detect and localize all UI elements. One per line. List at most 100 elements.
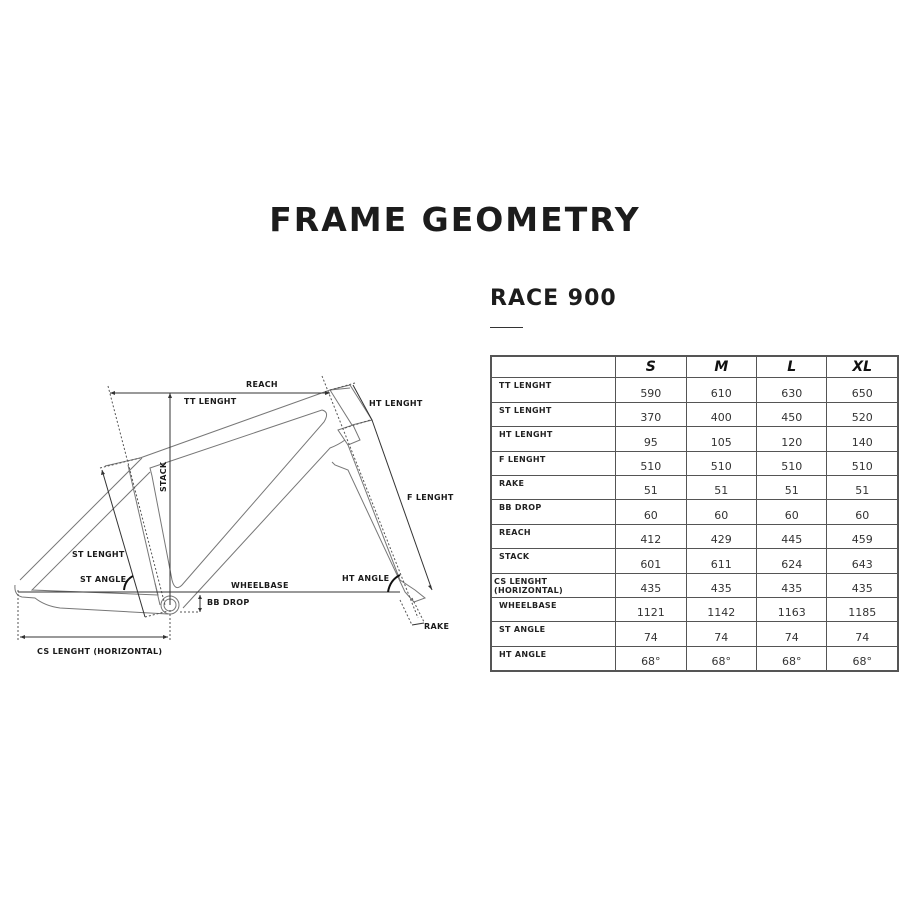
cell-value: 459 bbox=[826, 523, 899, 550]
cell-value: 51 bbox=[685, 474, 758, 501]
cell-value: 95 bbox=[615, 426, 687, 452]
cell-value: 643 bbox=[826, 548, 899, 574]
cell-value: 630 bbox=[756, 377, 828, 403]
table-row: WHEELBASE 1121 1142 1163 1185 bbox=[490, 596, 899, 623]
seat-stay-outer bbox=[19, 457, 143, 581]
table-row: ST LENGHT 370 400 450 520 bbox=[490, 401, 899, 428]
cell-value: 435 bbox=[685, 572, 758, 598]
label-f-length: F LENGHT bbox=[407, 493, 454, 502]
cell-value: 435 bbox=[756, 572, 828, 598]
row-label: HT LENGHT bbox=[490, 426, 617, 452]
cell-value: 1121 bbox=[615, 596, 687, 623]
corner-cell bbox=[490, 355, 617, 379]
bike-frame-drawing: REACH TT LENGHT HT LENGHT STACK F LENGHT… bbox=[14, 375, 454, 656]
cell-value: 1163 bbox=[756, 596, 828, 623]
cell-value: 68° bbox=[756, 645, 828, 672]
cell-value: 120 bbox=[756, 426, 828, 452]
size-header: S bbox=[615, 355, 687, 379]
cell-value: 60 bbox=[756, 499, 828, 525]
f-length-dim bbox=[371, 419, 433, 591]
cell-value: 435 bbox=[826, 572, 899, 598]
cell-value: 51 bbox=[615, 474, 687, 501]
rake-dim bbox=[411, 622, 425, 626]
row-label: BB DROP bbox=[490, 499, 617, 525]
frame-diagram: REACH TT LENGHT HT LENGHT STACK F LENGHT… bbox=[0, 360, 470, 670]
row-label: ST LENGHT bbox=[490, 401, 617, 428]
cell-value: 445 bbox=[756, 523, 828, 550]
cell-value: 140 bbox=[826, 426, 899, 452]
down-tube-outer bbox=[182, 439, 346, 609]
label-ht-length: HT LENGHT bbox=[369, 399, 423, 408]
cell-value: 435 bbox=[615, 572, 687, 598]
cell-value: 650 bbox=[826, 377, 899, 403]
divider bbox=[490, 327, 523, 328]
label-reach: REACH bbox=[246, 380, 278, 389]
cell-value: 68° bbox=[826, 645, 899, 672]
cell-value: 412 bbox=[615, 523, 687, 550]
size-header: L bbox=[756, 355, 828, 379]
label-stack: STACK bbox=[159, 461, 168, 492]
cell-value: 590 bbox=[615, 377, 687, 403]
cell-value: 60 bbox=[826, 499, 899, 525]
table-header-row: S M L XL bbox=[490, 355, 899, 379]
label-rake: RAKE bbox=[424, 622, 449, 631]
model-name: RACE 900 bbox=[490, 286, 617, 311]
cell-value: 510 bbox=[756, 450, 828, 476]
cell-value: 1142 bbox=[685, 596, 758, 623]
cell-value: 510 bbox=[826, 450, 899, 476]
cell-value: 51 bbox=[756, 474, 828, 501]
cell-value: 60 bbox=[615, 499, 687, 525]
row-label: STACK bbox=[490, 548, 617, 574]
cell-value: 1185 bbox=[826, 596, 899, 623]
table-row: REACH 412 429 445 459 bbox=[490, 523, 899, 550]
seat-axis bbox=[107, 385, 166, 606]
label-st-angle: ST ANGLE bbox=[80, 575, 126, 584]
cell-value: 105 bbox=[685, 426, 758, 452]
cell-value: 520 bbox=[826, 401, 899, 428]
cell-value: 51 bbox=[826, 474, 899, 501]
label-tt-length: TT LENGHT bbox=[184, 397, 237, 406]
cell-value: 400 bbox=[685, 401, 758, 428]
cell-value: 68° bbox=[685, 645, 758, 672]
cell-value: 610 bbox=[685, 377, 758, 403]
geometry-table: S M L XL TT LENGHT 590 610 630 650 ST LE… bbox=[490, 355, 899, 673]
cell-value: 510 bbox=[615, 450, 687, 476]
cell-value: 60 bbox=[685, 499, 758, 525]
chainstay bbox=[14, 584, 169, 615]
table-row: ST ANGLE 74 74 74 74 bbox=[490, 621, 899, 647]
label-bb-drop: BB DROP bbox=[207, 598, 250, 607]
size-header: M bbox=[685, 355, 758, 379]
row-label: CS LENGHT (HORIZONTAL) bbox=[490, 572, 617, 598]
cell-value: 429 bbox=[685, 523, 758, 550]
ht-angle-arc bbox=[387, 574, 401, 593]
head-tube bbox=[329, 384, 373, 426]
row-label: HT ANGLE bbox=[490, 645, 617, 672]
cell-value: 74 bbox=[826, 621, 899, 647]
page-title: FRAME GEOMETRY bbox=[269, 200, 641, 239]
st-length-dim bbox=[101, 469, 146, 618]
cell-value: 68° bbox=[615, 645, 687, 672]
table-row: CS LENGHT (HORIZONTAL) 435 435 435 435 bbox=[490, 572, 899, 598]
row-label: F LENGHT bbox=[490, 450, 617, 476]
row-label: WHEELBASE bbox=[490, 596, 617, 623]
table-row: TT LENGHT 590 610 630 650 bbox=[490, 377, 899, 403]
cell-value: 74 bbox=[685, 621, 758, 647]
size-header: XL bbox=[826, 355, 899, 379]
table-row: BB DROP 60 60 60 60 bbox=[490, 499, 899, 525]
cell-value: 624 bbox=[756, 548, 828, 574]
label-cs-length: CS LENGHT (HORIZONTAL) bbox=[37, 647, 162, 656]
cell-value: 370 bbox=[615, 401, 687, 428]
cell-value: 450 bbox=[756, 401, 828, 428]
cell-value: 510 bbox=[685, 450, 758, 476]
row-label: RAKE bbox=[490, 474, 617, 501]
cell-value: 74 bbox=[756, 621, 828, 647]
label-wheelbase: WHEELBASE bbox=[231, 581, 289, 590]
row-label: REACH bbox=[490, 523, 617, 550]
top-tube-upper bbox=[139, 387, 351, 459]
table-row: F LENGHT 510 510 510 510 bbox=[490, 450, 899, 476]
ht-dim bbox=[352, 384, 373, 421]
label-st-length: ST LENGHT bbox=[72, 550, 125, 559]
table-row: STACK 601 611 624 643 bbox=[490, 548, 899, 574]
cell-value: 611 bbox=[685, 548, 758, 574]
row-label: TT LENGHT bbox=[490, 377, 617, 403]
